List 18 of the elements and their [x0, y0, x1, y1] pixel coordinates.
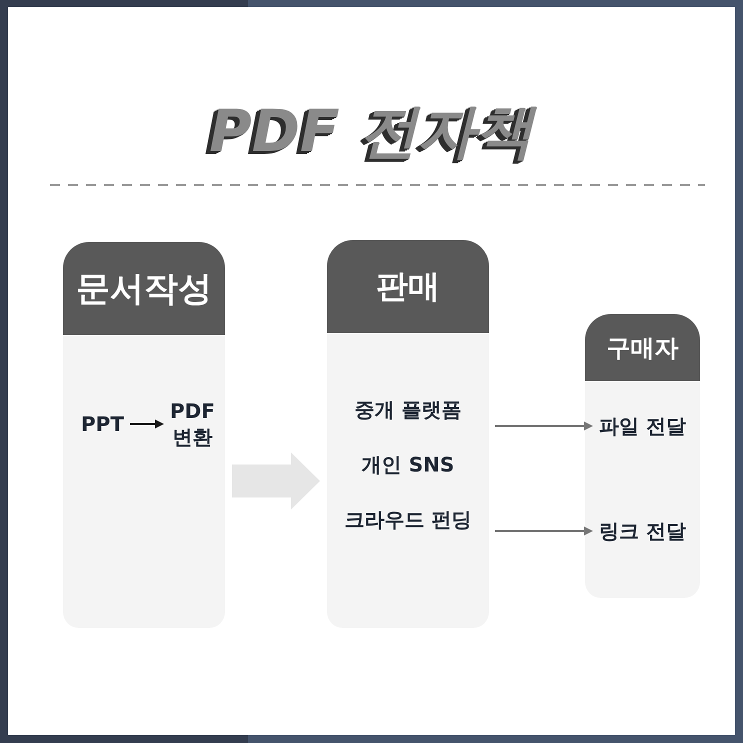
- step-text: 파일 전달: [593, 413, 692, 439]
- list-item: 크라우드 펀딩: [344, 506, 472, 534]
- card-header: 문서작성: [63, 242, 225, 335]
- step-text: PPT: [75, 411, 130, 437]
- process-card: [585, 314, 700, 598]
- process-card: [63, 242, 225, 628]
- step-text: 링크 전달: [593, 518, 692, 544]
- step-text: PDF 변환: [164, 398, 221, 450]
- arrow: [495, 526, 594, 536]
- process-card: [327, 240, 489, 628]
- arrow: [495, 422, 594, 430]
- block-arrow: [232, 452, 320, 510]
- list-item: 중개 플랫폼: [354, 396, 462, 424]
- card-header: 구매자: [585, 314, 700, 381]
- title: PDF 전자책: [203, 99, 540, 163]
- card-header: 판매: [327, 240, 489, 333]
- list-item: 개인 SNS: [362, 452, 454, 478]
- arrow: [130, 420, 164, 428]
